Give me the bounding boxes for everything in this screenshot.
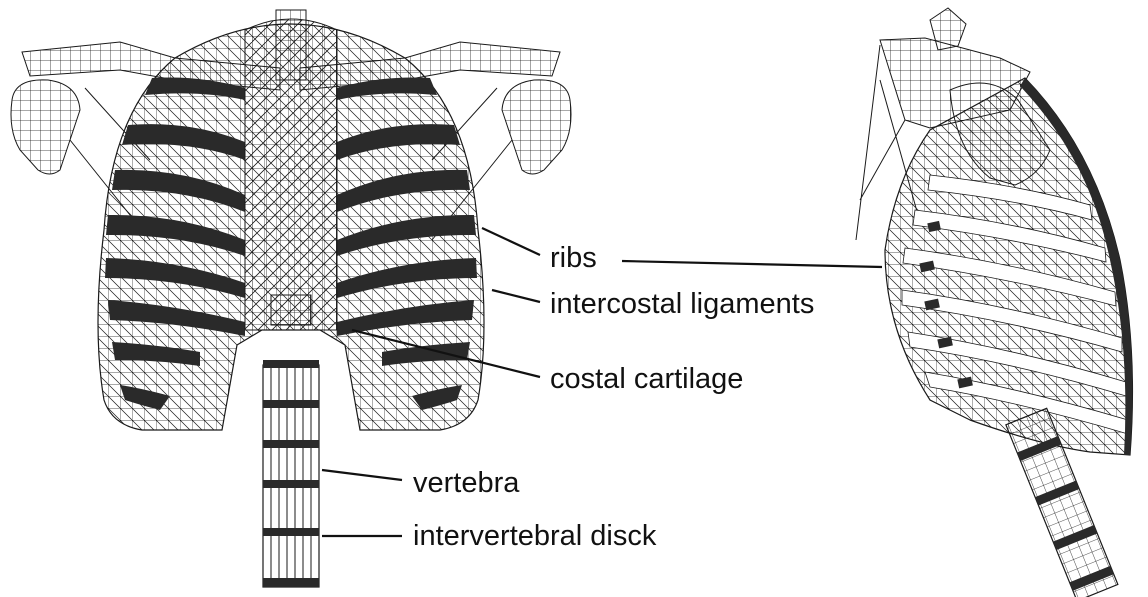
label-intercostal-ligaments: intercostal ligaments xyxy=(550,290,814,319)
leader-ribs-front xyxy=(482,228,540,255)
side-view-rib-cage xyxy=(856,8,1132,597)
shoulder-right xyxy=(502,80,571,174)
leader-ribs-side xyxy=(622,261,882,267)
leader-vertebra xyxy=(322,470,402,480)
label-intervertebral-disc: intervertebral disck xyxy=(413,522,656,551)
leader-intercostal xyxy=(492,290,540,302)
label-vertebra: vertebra xyxy=(413,469,519,498)
lower-spine xyxy=(263,295,319,587)
label-ribs: ribs xyxy=(550,244,597,273)
label-costal-cartilage: costal cartilage xyxy=(550,365,743,394)
front-view-rib-cage xyxy=(11,10,571,587)
shoulder-left xyxy=(11,80,80,174)
upper-spine xyxy=(276,10,306,80)
